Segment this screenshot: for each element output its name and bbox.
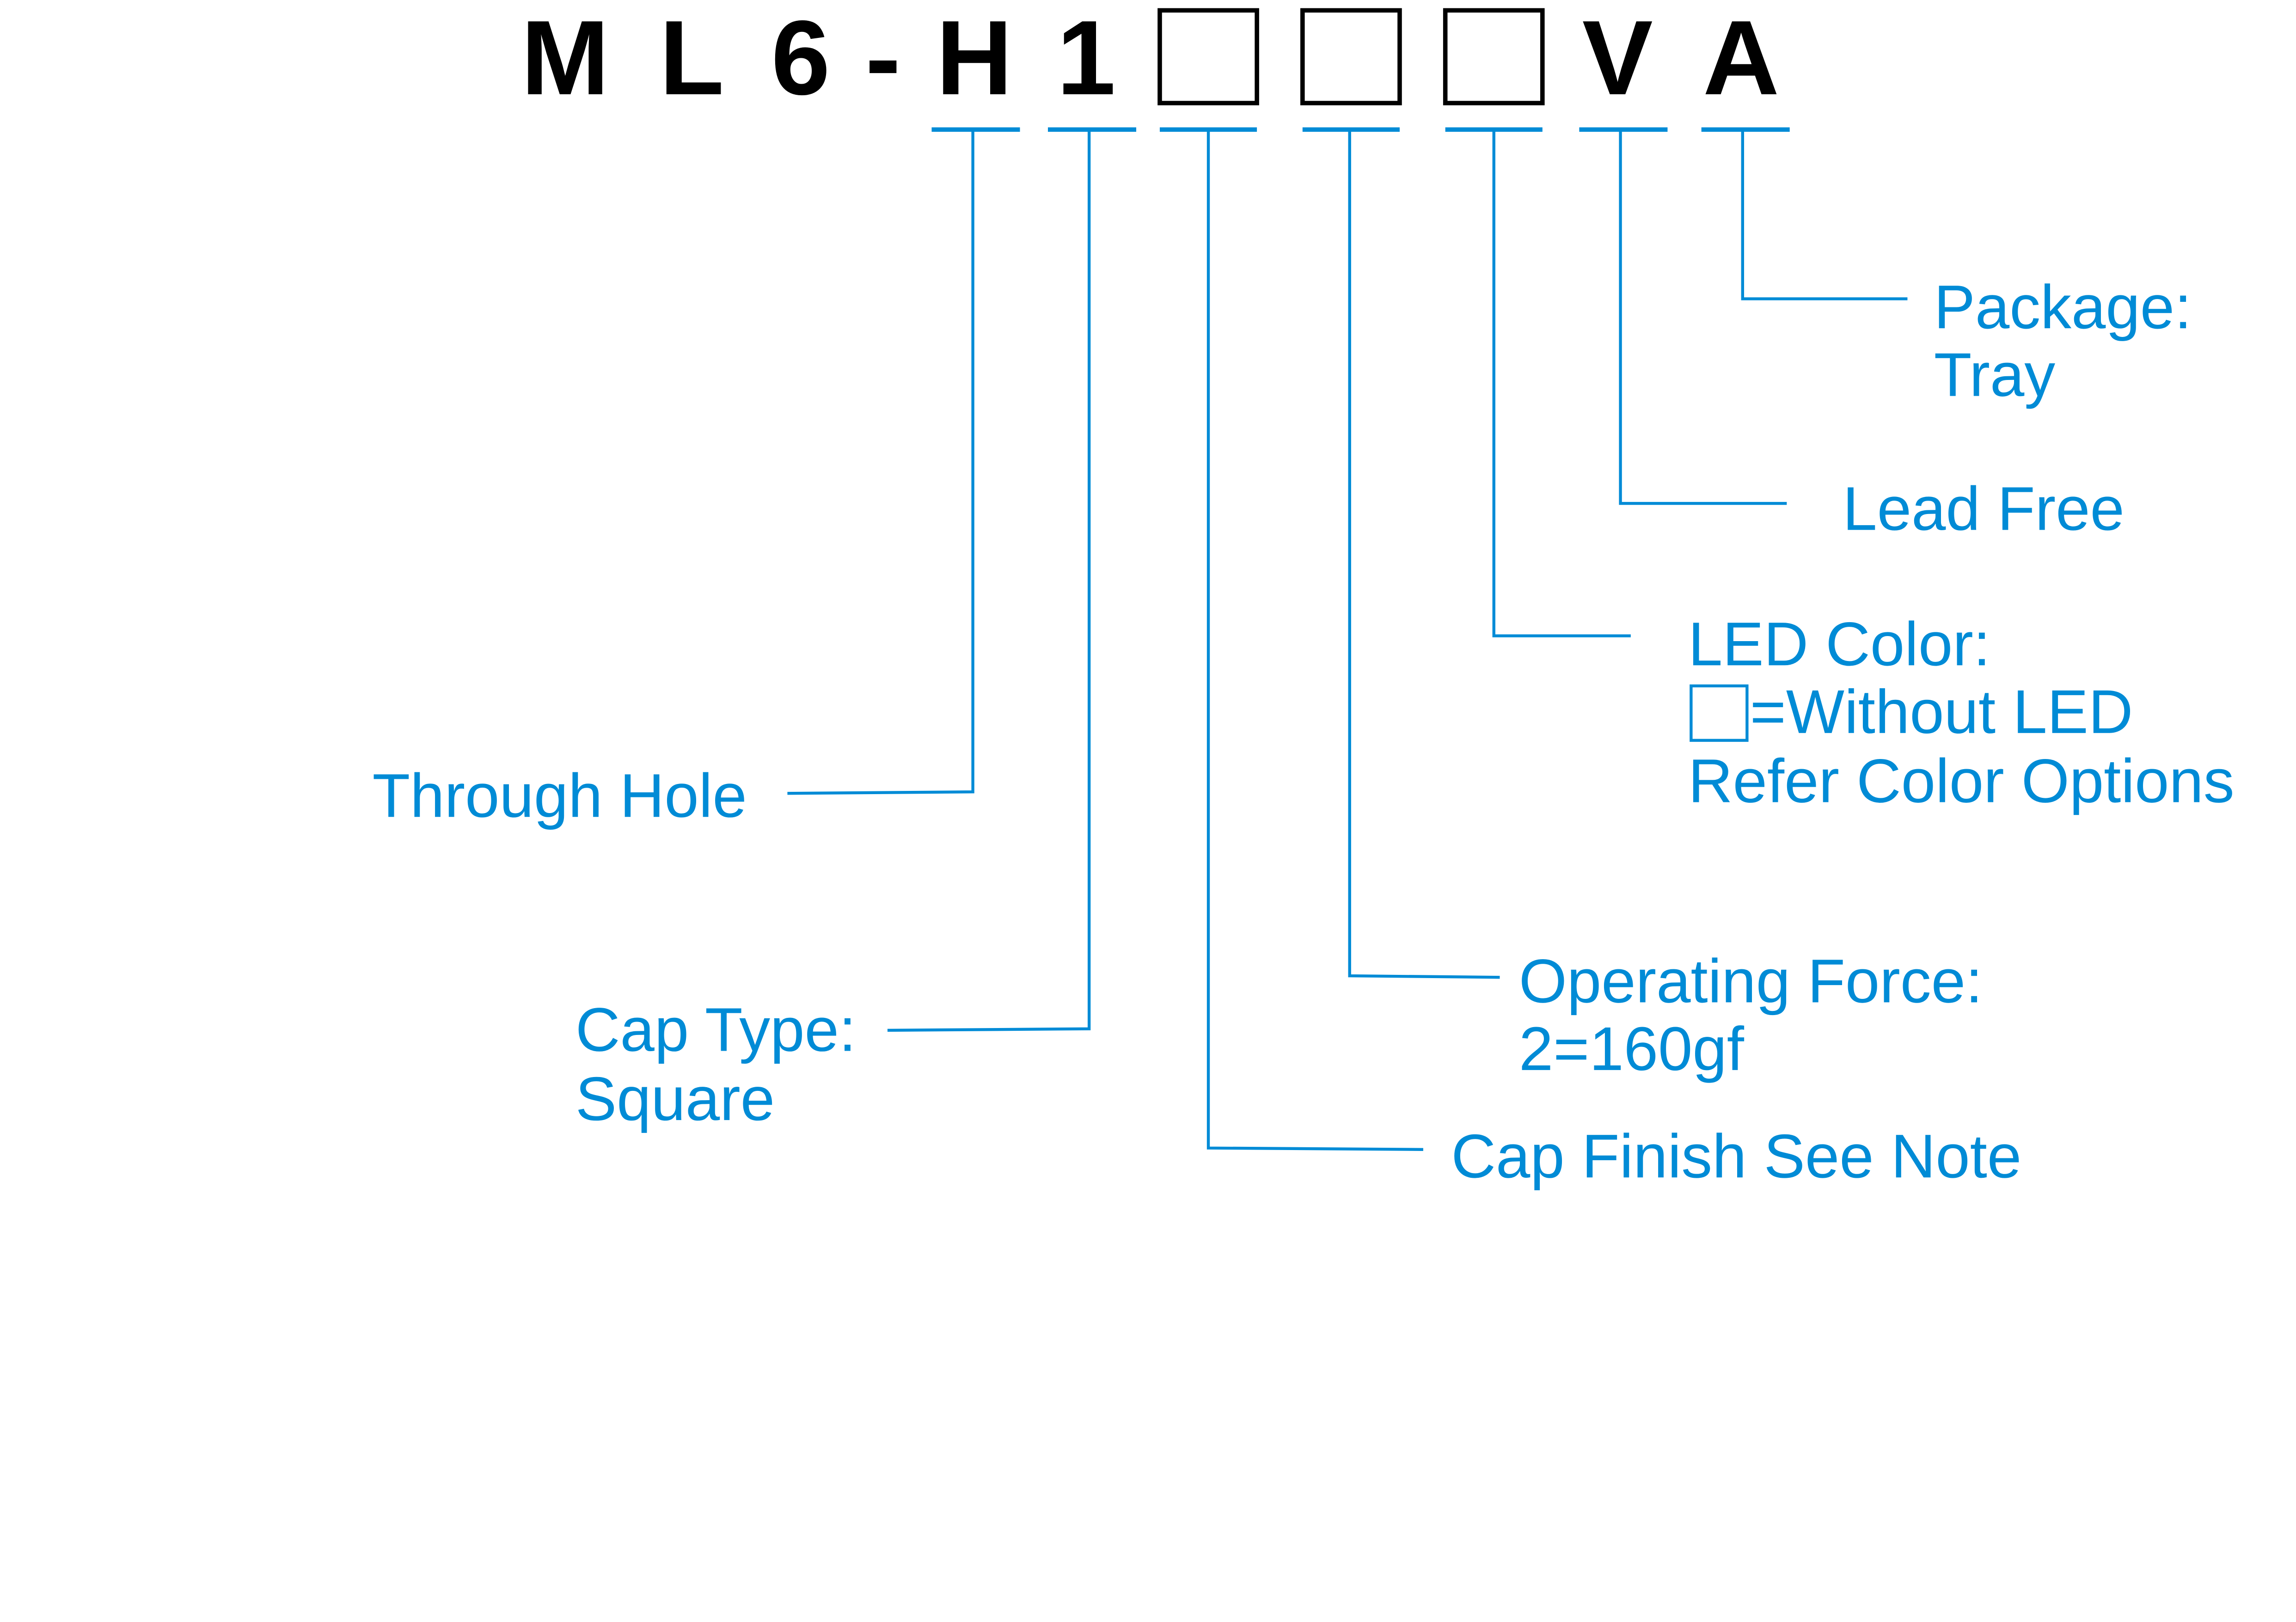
placeholder-box-cap-finish <box>1157 8 1259 105</box>
label-cap-type: Cap Type: <box>576 995 856 1064</box>
leader-cap-finish <box>1206 129 1423 1151</box>
code-char-l: L <box>659 0 724 117</box>
label-led-refer: Refer Color Options <box>1688 747 2235 815</box>
label-cap-type-value: Square <box>576 1065 775 1133</box>
label-package: Package: <box>1934 273 2192 342</box>
placeholder-box-operating-force <box>1300 8 1402 105</box>
leader-lead-free <box>1619 129 1787 505</box>
label-lead-free: Lead Free <box>1843 474 2125 543</box>
leader-led-color <box>1492 129 1631 637</box>
label-package-value: Tray <box>1934 341 2056 410</box>
leader-operating-force <box>1348 129 1500 979</box>
code-char-v: V <box>1582 0 1653 117</box>
label-led-color: LED Color: <box>1688 610 1990 679</box>
label-led-without: =Without LED <box>1750 678 2133 747</box>
code-char-m: M <box>521 0 609 117</box>
label-operating-force-value: 2=160gf <box>1519 1015 1745 1083</box>
code-char-h: H <box>936 0 1013 117</box>
label-through-hole: Through Hole <box>373 761 747 830</box>
placeholder-box-icon <box>1690 684 1749 742</box>
code-char-a: A <box>1703 0 1780 117</box>
leader-through-hole <box>787 129 974 795</box>
code-char-1: 1 <box>1057 0 1116 117</box>
leader-cap-type <box>887 129 1091 1032</box>
leader-package <box>1741 129 1908 300</box>
label-cap-finish: Cap Finish See Note <box>1451 1122 2021 1191</box>
label-operating-force: Operating Force: <box>1519 947 1983 1016</box>
code-char-dash: - <box>865 0 900 117</box>
code-char-6: 6 <box>771 0 830 117</box>
placeholder-box-led-color <box>1443 8 1545 105</box>
